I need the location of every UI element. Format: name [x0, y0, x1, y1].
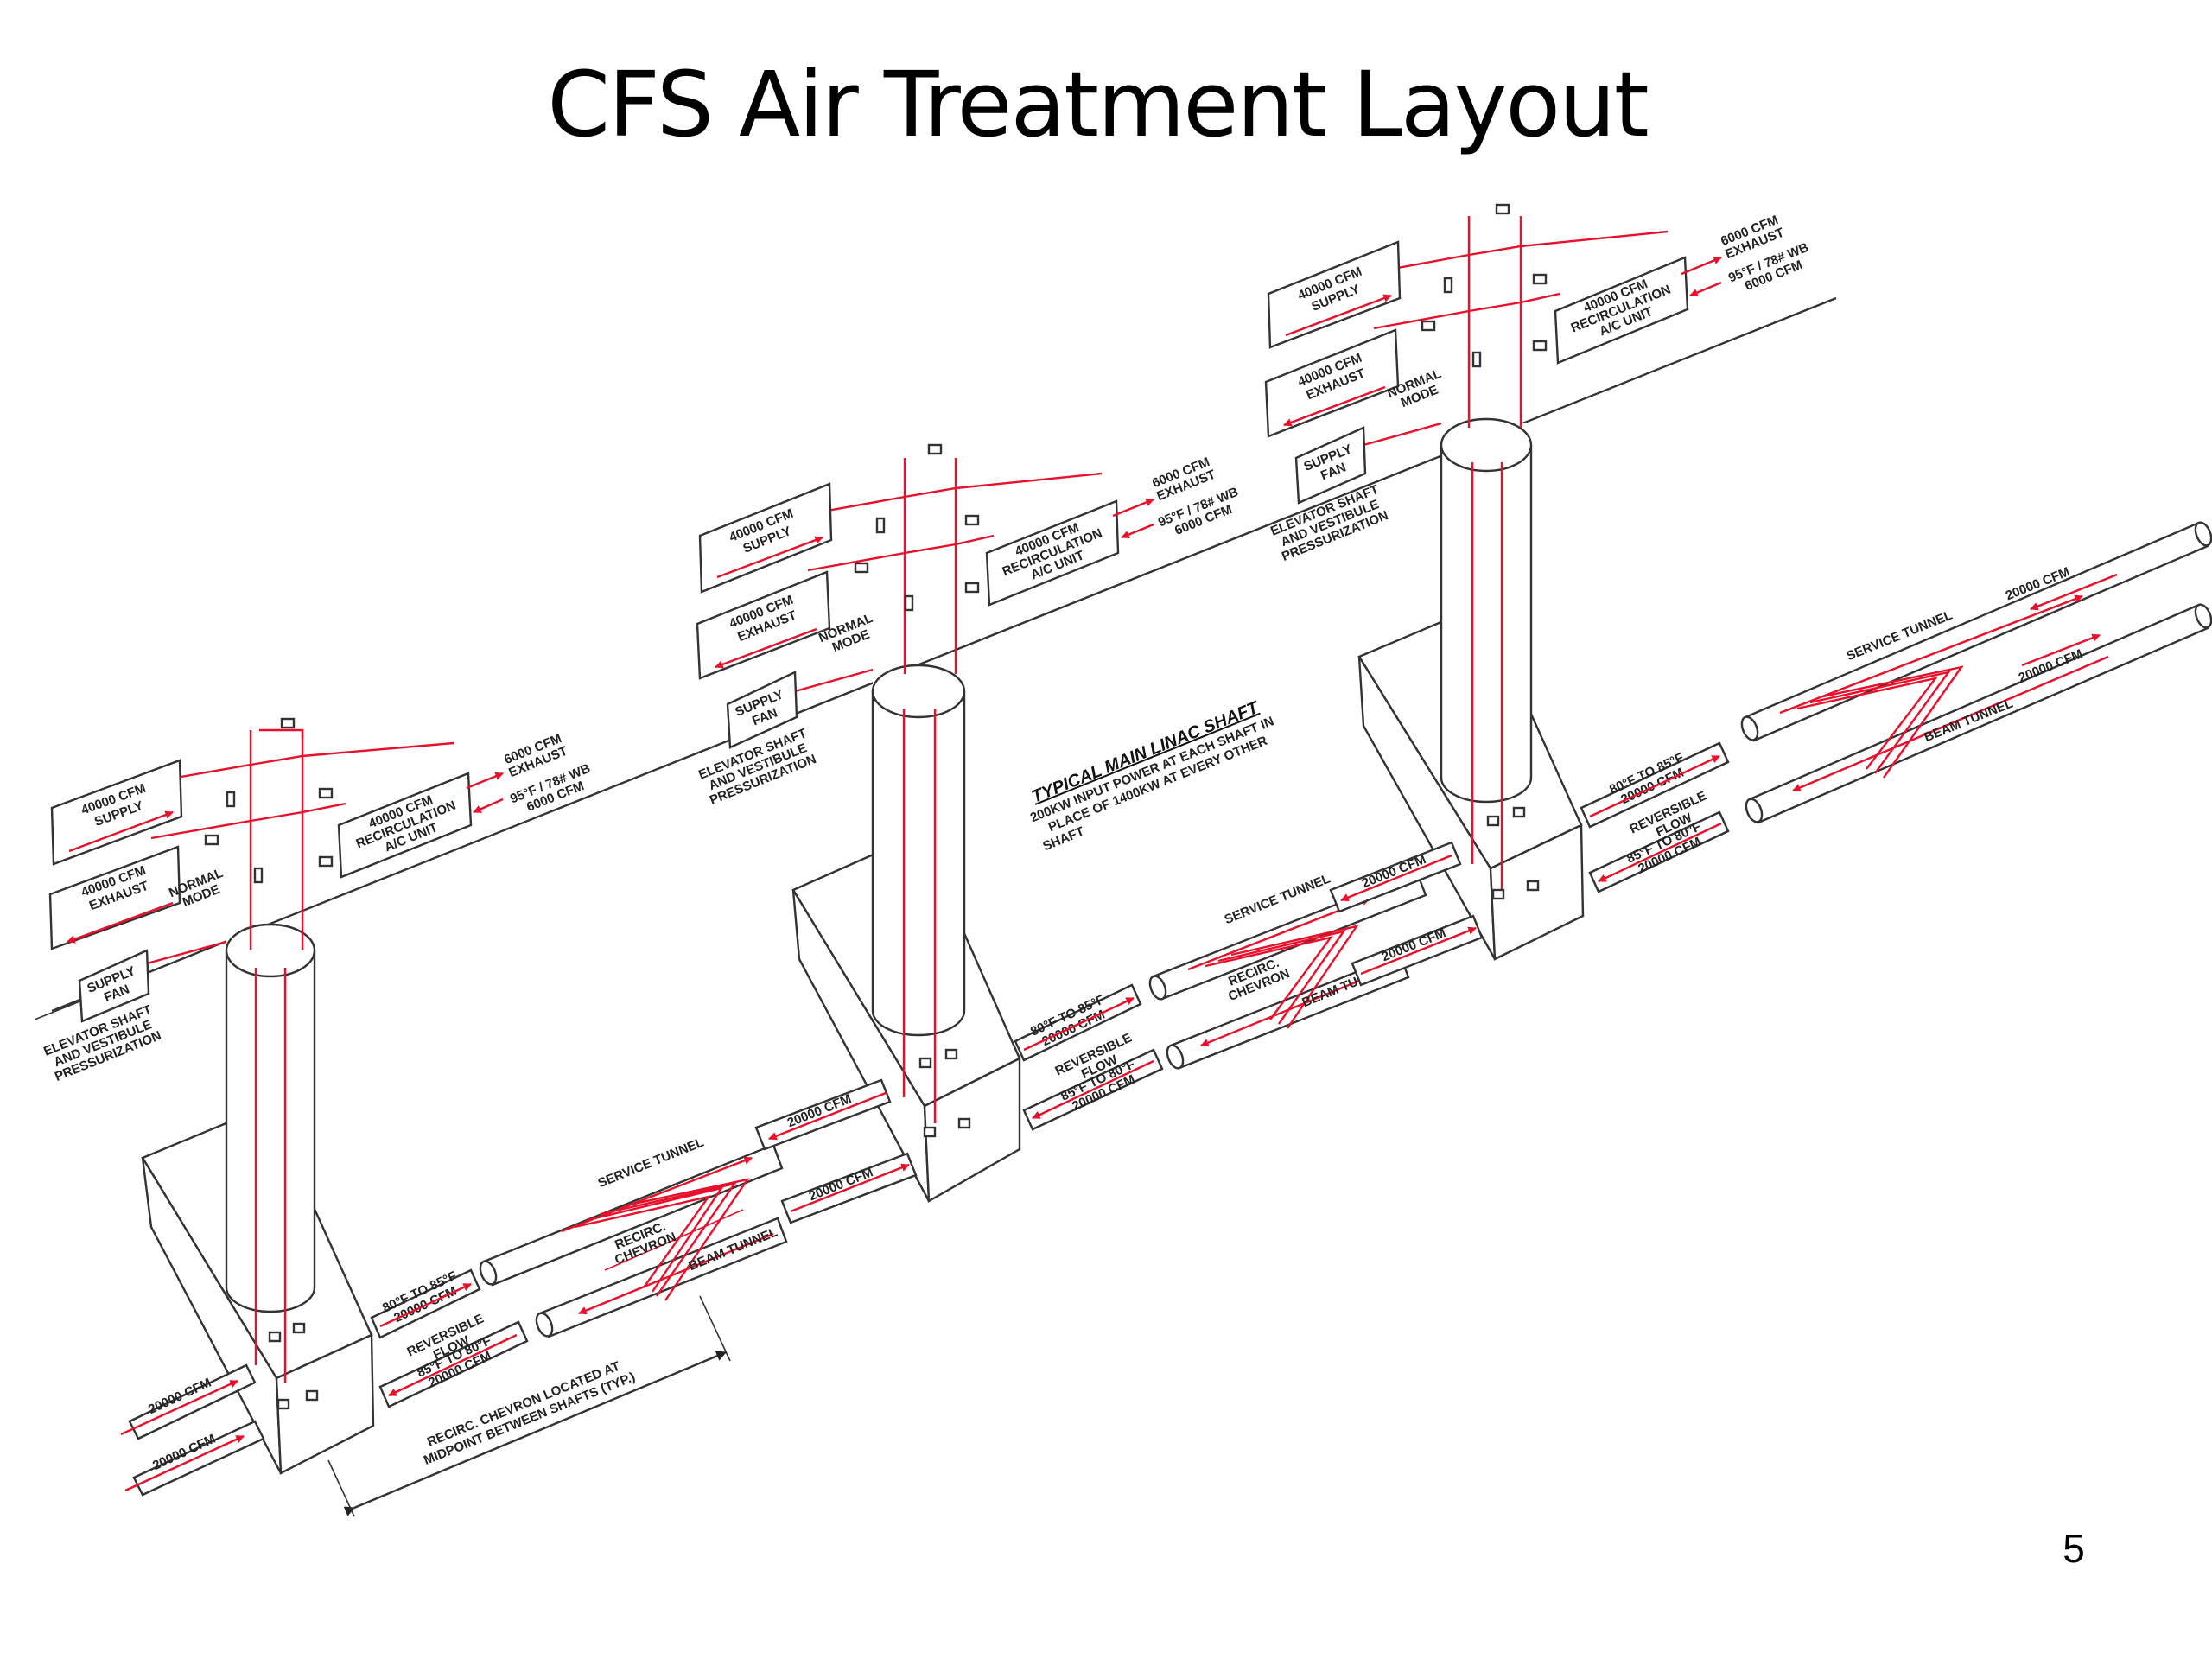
shaft-1-recirc-box: 40000 CFM RECIRCULATION A/C UNIT	[337, 772, 473, 879]
chevron-3-airflow	[1779, 594, 2109, 792]
shaft-1-exhaust-box: 40000 CFM EXHAUST	[48, 845, 181, 950]
tunnel-stub-left-upper: 20000 CFM	[120, 1363, 257, 1440]
tunnel-seg-4-lower: 20000 CFM	[1351, 914, 1484, 987]
damper-icon	[1532, 340, 1548, 352]
damper-icon	[1421, 320, 1436, 332]
damper-icon	[226, 791, 236, 808]
damper-icon	[318, 855, 334, 868]
damper-icon	[1532, 273, 1548, 285]
shaft-2-supply-box: 40000 CFM SUPPLY	[698, 482, 833, 594]
damper-icon	[204, 834, 219, 846]
chevron-1-airflow	[561, 1156, 774, 1315]
dimension-line	[327, 1295, 731, 1517]
chevron-note-2: MIDPOINT BETWEEN SHAFTS (TYP.)	[422, 1370, 638, 1468]
shaft-3-cylinder	[1440, 417, 1533, 890]
typical-shaft-body-1: 200KW INPUT POWER AT EACH SHAFT IN	[1028, 714, 1276, 825]
damper-icon	[280, 717, 296, 729]
damper-icon	[875, 517, 886, 534]
tunnel-seg-2-lower: 20000 CFM	[780, 1152, 918, 1224]
surface-line	[51, 296, 1837, 1013]
typical-shaft-note: TYPICAL MAIN LINAC SHAFT 200KW INPUT POW…	[1028, 697, 1276, 854]
shaft-group-1: 40000 CFM SUPPLY 40000 CFM EXHAUST 40000…	[41, 717, 593, 1475]
shaft-1-cylinder	[225, 923, 316, 1382]
damper-icon	[1495, 203, 1510, 215]
damper-icon	[318, 787, 334, 799]
damper-icon	[1471, 351, 1482, 368]
slide-title: CFS Air Treatment Layout	[547, 52, 1649, 157]
damper-icon	[964, 514, 980, 526]
damper-icon	[854, 562, 869, 574]
shaft-2-cylinder	[871, 664, 966, 1123]
shaft-2-exhaust-box: 40000 CFM EXHAUST	[696, 570, 831, 680]
shaft-3-recirc-box: 40000 CFM RECIRCULATION A/C UNIT	[1554, 256, 1689, 365]
block-ports	[268, 806, 1540, 1410]
tunnel-segments: 20000 CFM 20000 CFM 80°F TO 85°F 20000 C…	[120, 521, 2212, 1497]
damper-icon	[1443, 276, 1453, 294]
shaft-3-supply-box: 40000 CFM SUPPLY	[1267, 240, 1402, 349]
page-number: 5	[2063, 1526, 2085, 1571]
tunnel-chevron-3-beam	[1745, 603, 2212, 824]
damper-icon	[964, 582, 980, 594]
damper-icon	[927, 443, 943, 455]
shaft-group-3: 40000 CFM SUPPLY 40000 CFM EXHAUST 40000…	[1264, 203, 1811, 961]
tunnel-chevron-1-service	[479, 1143, 784, 1287]
tunnel-chevron-3-service	[1740, 521, 2212, 742]
damper-icon	[904, 594, 914, 612]
tunnel-chevron-2-beam	[1166, 953, 1410, 1070]
shaft-2-recirc-box: 40000 CFM RECIRCULATION A/C UNIT	[985, 499, 1120, 607]
shaft-1-supply-box: 40000 CFM SUPPLY	[50, 759, 183, 866]
shaft-3-exhaust-box: 40000 CFM EXHAUST	[1264, 328, 1400, 438]
tunnel-seg-2-upper: 20000 CFM	[754, 1078, 892, 1151]
shaft-group-2: 40000 CFM SUPPLY 40000 CFM EXHAUST 40000…	[696, 443, 1241, 1204]
damper-icon	[253, 867, 264, 884]
